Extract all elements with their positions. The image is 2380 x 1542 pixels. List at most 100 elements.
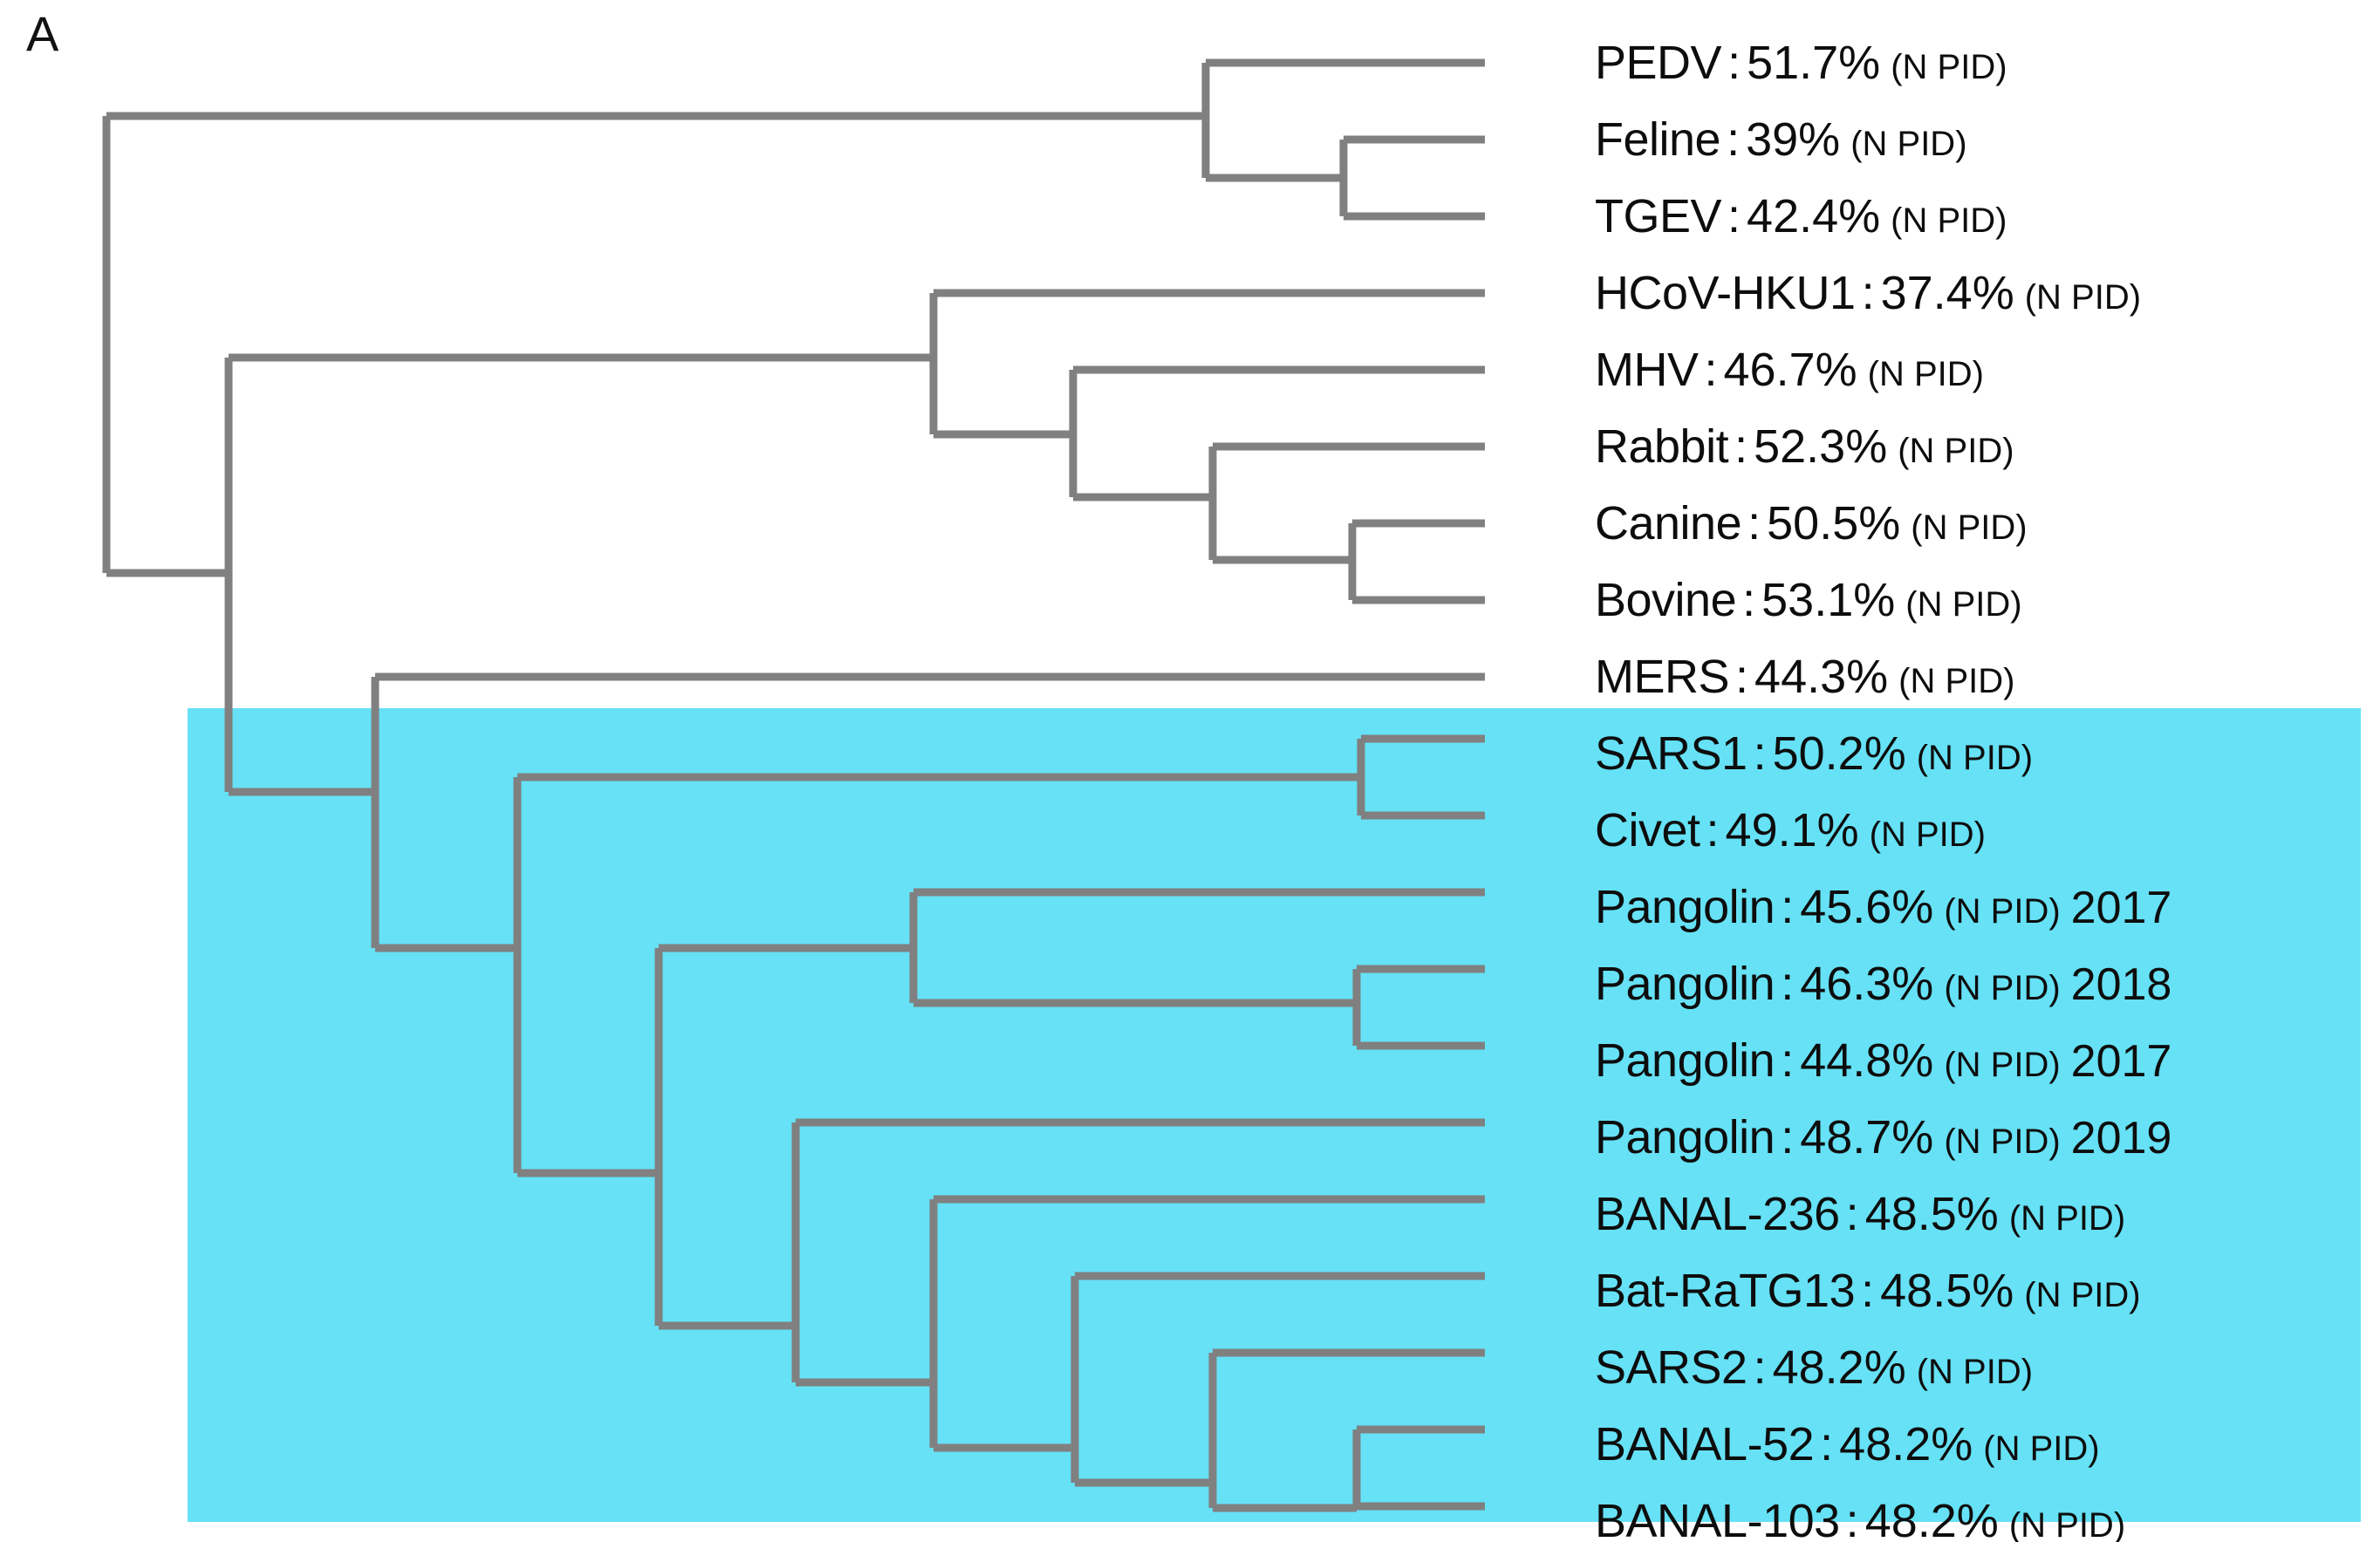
leaf-taxon-name: MHV — [1595, 344, 1699, 396]
leaf-taxon-name: BANAL-103 — [1595, 1495, 1840, 1542]
leaf-pid-value: 51.7% — [1747, 37, 1881, 89]
leaf-pid-value: 50.5% — [1767, 497, 1901, 549]
leaf-taxon-name: BANAL-236 — [1595, 1188, 1840, 1240]
leaf-metric-unit: (N PID) — [1916, 739, 2034, 777]
highlight-region — [188, 708, 2361, 1522]
leaf-label-bat-ratg13: Bat-RaTG13:48.5% (N PID) — [1595, 1267, 2141, 1314]
leaf-separator: : — [1861, 267, 1875, 319]
leaf-taxon-name: MERS — [1595, 651, 1730, 703]
panel-letter: A — [26, 6, 59, 61]
leaf-separator: : — [1704, 344, 1718, 396]
leaf-label-banal-52: BANAL-52:48.2% (N PID) — [1595, 1421, 2100, 1468]
leaf-metric-unit: (N PID) — [1905, 585, 2022, 624]
leaf-separator: : — [1861, 1265, 1875, 1317]
leaf-pid-value: 42.4% — [1747, 190, 1881, 242]
leaf-separator: : — [1753, 1341, 1767, 1394]
leaf-pid-value: 45.6% — [1800, 881, 1934, 933]
leaf-separator: : — [1747, 497, 1761, 549]
leaf-label-pangolin-2017: Pangolin:44.8% (N PID)2017 — [1595, 1037, 2171, 1084]
leaf-pid-value: 52.3% — [1754, 420, 1888, 473]
leaf-taxon-name: TGEV — [1595, 190, 1722, 242]
leaf-taxon-name: PEDV — [1595, 37, 1722, 89]
leaf-pid-value: 46.3% — [1800, 958, 1934, 1010]
leaf-taxon-name: Pangolin — [1595, 1111, 1775, 1163]
leaf-taxon-name: SARS2 — [1595, 1341, 1747, 1394]
leaf-metric-unit: (N PID) — [1869, 815, 1986, 854]
leaf-metric-unit: (N PID) — [2008, 1506, 2126, 1542]
leaf-metric-unit: (N PID) — [2024, 278, 2142, 317]
leaf-metric-unit: (N PID) — [1867, 355, 1984, 393]
leaf-taxon-name: Feline — [1595, 113, 1721, 166]
leaf-separator: : — [1845, 1188, 1859, 1240]
leaf-metric-unit: (N PID) — [2024, 1276, 2141, 1314]
leaf-metric-unit: (N PID) — [1891, 48, 2007, 86]
leaf-taxon-name: SARS1 — [1595, 727, 1747, 780]
leaf-label-pangolin-2018: Pangolin:46.3%(N PID)2018 — [1595, 960, 2171, 1007]
leaf-year: 2017 — [2070, 883, 2172, 933]
leaf-pid-value: 53.1% — [1761, 574, 1896, 626]
leaf-separator: : — [1820, 1418, 1834, 1470]
leaf-taxon-name: Pangolin — [1595, 1034, 1775, 1087]
leaf-taxon-name: Rabbit — [1595, 420, 1729, 473]
leaf-pid-value: 48.5% — [1880, 1265, 2014, 1317]
leaf-metric-unit: (N PID) — [1944, 969, 2061, 1007]
leaf-label-civet: Civet:49.1% (N PID) — [1595, 807, 1986, 854]
leaf-label-canine: Canine:50.5%(N PID) — [1595, 500, 2028, 547]
leaf-metric-unit: (N PID) — [1891, 201, 2007, 240]
leaf-label-mhv: MHV:46.7% (N PID) — [1595, 346, 1984, 393]
leaf-pid-value: 44.8% — [1800, 1034, 1934, 1087]
leaf-separator: : — [1735, 651, 1749, 703]
leaf-metric-unit: (N PID) — [1916, 1353, 2034, 1391]
leaf-pid-value: 48.2% — [1864, 1495, 1999, 1542]
leaf-taxon-name: Bat-RaTG13 — [1595, 1265, 1856, 1317]
leaf-metric-unit: (N PID) — [1850, 125, 1967, 163]
leaf-separator: : — [1742, 574, 1756, 626]
leaf-taxon-name: Canine — [1595, 497, 1742, 549]
tree-branches — [102, 58, 1485, 1512]
leaf-label-hcov-hku1: HCoV-HKU1:37.4%(N PID) — [1595, 270, 2141, 317]
leaf-metric-unit: (N PID) — [1944, 1046, 2061, 1084]
leaf-label-pangolin-2017: Pangolin:45.6%(N PID)2017 — [1595, 884, 2171, 931]
leaf-taxon-name: BANAL-52 — [1595, 1418, 1815, 1470]
leaf-separator: : — [1727, 37, 1741, 89]
leaf-metric-unit: (N PID) — [1898, 432, 2014, 470]
leaf-separator: : — [1727, 190, 1741, 242]
leaf-metric-unit: (N PID) — [1898, 662, 2015, 700]
leaf-pid-value: 48.7% — [1800, 1111, 1934, 1163]
leaf-taxon-name: HCoV-HKU1 — [1595, 267, 1856, 319]
leaf-year: 2018 — [2070, 959, 2172, 1010]
leaf-pid-value: 49.1% — [1725, 804, 1859, 856]
leaf-pid-value: 48.2% — [1772, 1341, 1906, 1394]
leaf-taxon-name: Civet — [1595, 804, 1700, 856]
leaf-taxon-name: Bovine — [1595, 574, 1737, 626]
leaf-pid-value: 46.7% — [1723, 344, 1857, 396]
leaf-metric-unit: (N PID) — [1983, 1429, 2100, 1468]
leaf-pid-value: 50.2% — [1772, 727, 1906, 780]
leaf-separator: : — [1753, 727, 1767, 780]
leaf-separator: : — [1734, 420, 1748, 473]
leaf-separator: : — [1781, 1034, 1795, 1087]
leaf-separator: : — [1727, 113, 1741, 166]
leaf-metric-unit: (N PID) — [2008, 1199, 2126, 1238]
leaf-label-pedv: PEDV:51.7% (N PID) — [1595, 39, 2007, 86]
leaf-label-banal-103: BANAL-103:48.2%(N PID) — [1595, 1498, 2125, 1542]
leaf-label-pangolin-2019: Pangolin:48.7%(N PID)2019 — [1595, 1114, 2171, 1161]
leaf-metric-unit: (N PID) — [1944, 1122, 2061, 1161]
leaf-pid-value: 44.3% — [1754, 651, 1889, 703]
leaf-separator: : — [1706, 804, 1720, 856]
leaf-year: 2017 — [2070, 1036, 2172, 1087]
leaf-label-rabbit: Rabbit:52.3% (N PID) — [1595, 423, 2014, 470]
leaf-label-sars2: SARS2:48.2% (N PID) — [1595, 1344, 2033, 1391]
leaf-label-banal-236: BANAL-236:48.5%(N PID) — [1595, 1191, 2125, 1238]
leaf-pid-value: 48.2% — [1839, 1418, 1973, 1470]
leaf-label-sars1: SARS1:50.2% (N PID) — [1595, 730, 2033, 777]
leaf-metric-unit: (N PID) — [1944, 892, 2061, 931]
leaf-label-bovine: Bovine:53.1%(N PID) — [1595, 577, 2022, 624]
leaf-pid-value: 48.5% — [1864, 1188, 1999, 1240]
leaf-separator: : — [1845, 1495, 1859, 1542]
leaf-taxon-name: Pangolin — [1595, 881, 1775, 933]
leaf-label-feline: Feline:39%(N PID) — [1595, 116, 1967, 163]
leaf-separator: : — [1781, 1111, 1795, 1163]
